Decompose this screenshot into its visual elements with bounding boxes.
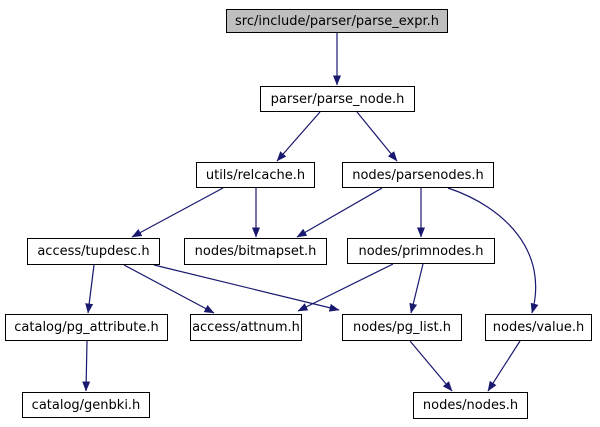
dependency-edge-primnodes-to-pg_list <box>409 263 424 314</box>
graph-node-bitmapset[interactable]: nodes/bitmapset.h <box>184 238 327 265</box>
dependency-edge-relcache-to-tupdesc <box>131 187 224 238</box>
graph-node-pg_list[interactable]: nodes/pg_list.h <box>342 314 462 341</box>
dependency-edge-parse_node-to-parsenodes <box>356 111 398 162</box>
graph-node-primnodes[interactable]: nodes/primnodes.h <box>347 238 495 264</box>
graph-node-relcache[interactable]: utils/relcache.h <box>196 162 315 188</box>
graph-node-genbki[interactable]: catalog/genbki.h <box>22 392 150 418</box>
dependency-edge-pg_list-to-nodes <box>409 340 453 392</box>
dependency-edge-tupdesc-to-attnum <box>123 264 215 314</box>
dependency-edge-tupdesc-to-pg_list <box>153 264 340 312</box>
graph-node-attnum[interactable]: access/attnum.h <box>190 314 302 341</box>
graph-node-tupdesc[interactable]: access/tupdesc.h <box>27 238 160 265</box>
dependency-edge-parsenodes-to-value <box>447 187 539 314</box>
graph-node-pg_attribute[interactable]: catalog/pg_attribute.h <box>5 314 168 341</box>
graph-node-parse_expr[interactable]: src/include/parser/parse_expr.h <box>226 9 448 33</box>
dependency-edge-pg_attribute-to-genbki <box>82 340 91 392</box>
dependency-edge-value-to-nodes <box>487 340 521 392</box>
dependency-edge-parsenodes-to-bitmapset <box>296 187 383 238</box>
dependency-edge-primnodes-to-attnum <box>297 263 394 312</box>
graph-node-value[interactable]: nodes/value.h <box>485 314 592 341</box>
dependency-edge-tupdesc-to-pg_attribute <box>85 264 95 314</box>
graph-node-parsenodes[interactable]: nodes/parsenodes.h <box>342 162 494 188</box>
dependency-edge-parse_node-to-relcache <box>276 111 321 162</box>
graph-node-parse_node[interactable]: parser/parse_node.h <box>260 86 415 112</box>
graph-node-nodes[interactable]: nodes/nodes.h <box>413 392 528 419</box>
